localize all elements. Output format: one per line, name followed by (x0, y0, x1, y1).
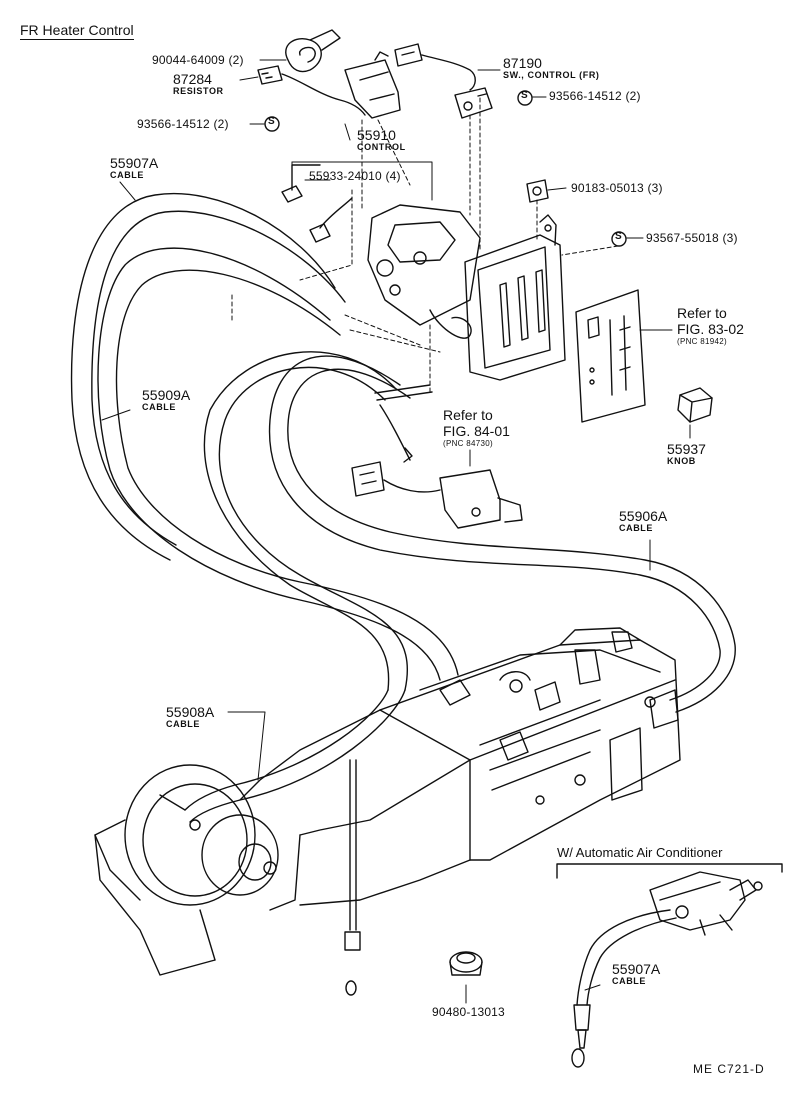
heater-unit-icon (379, 627, 681, 861)
part-label-55906a: 55906A CABLE (619, 509, 667, 533)
part-name: CABLE (619, 523, 653, 533)
part-label-93566-right: 93566-14512 (2) (549, 89, 641, 103)
part-number: 55937 (667, 441, 706, 457)
part-label-55910: 55910 CONTROL (357, 128, 406, 152)
cable-lower-vertical (344, 759, 361, 996)
cable-55906a (268, 355, 736, 713)
part-name: CONTROL (357, 142, 406, 152)
blower-switch-icon (351, 461, 523, 529)
part-number: 87190 (503, 55, 542, 71)
part-number: 55907A (612, 961, 661, 977)
part-label-93566-left: 93566-14512 (2) (137, 117, 229, 131)
part-name: KNOB (667, 456, 696, 466)
part-number: 55910 (357, 127, 396, 143)
reference-pnc: (PNC 84730) (443, 439, 493, 448)
part-label-90480: 90480-13013 (432, 1005, 505, 1019)
cable-55908a (159, 351, 408, 823)
section-label: W/ Automatic Air Conditioner (557, 845, 723, 860)
reference-title: Refer to (677, 305, 727, 321)
clamp-icon (285, 29, 341, 73)
reference-figure: FIG. 84-01 (443, 423, 510, 439)
reference-fig-83-02: Refer to FIG. 83-02 (PNC 81942) (677, 306, 744, 346)
grommet-icon (449, 951, 483, 976)
part-name: CABLE (142, 402, 176, 412)
part-name: CABLE (110, 170, 144, 180)
part-label-90044: 90044-64009 (2) (152, 53, 244, 67)
part-number: 55908A (166, 704, 215, 720)
reference-figure: FIG. 83-02 (677, 321, 744, 337)
panel-plate-icon (575, 289, 646, 423)
part-label-55907a: 55907A CABLE (110, 156, 158, 180)
part-label-55909a: 55909A CABLE (142, 388, 190, 412)
part-number: 55907A (110, 155, 159, 171)
part-name: RESISTOR (173, 86, 224, 96)
part-label-87190: 87190 SW., CONTROL (FR) (503, 56, 600, 80)
figure-code: ME C721-D (693, 1062, 765, 1076)
reference-title: Refer to (443, 407, 493, 423)
part-name: CABLE (166, 719, 200, 729)
page-title: FR Heater Control (20, 22, 134, 40)
part-label-93567: 93567-55018 (3) (646, 231, 738, 245)
leader-lines (101, 59, 691, 1004)
knob-icon (677, 387, 713, 423)
screw-icon (264, 90, 627, 247)
ac-servo-icon (571, 871, 763, 1068)
part-name: CABLE (612, 976, 646, 986)
screw-symbol-label: S (268, 116, 275, 127)
cable-55909a (97, 247, 459, 681)
part-label-55908a: 55908A CABLE (166, 705, 214, 729)
part-label-90183: 90183-05013 (3) (571, 181, 663, 195)
resistor-icon (257, 51, 401, 119)
switch-icon (394, 43, 493, 119)
dashed-leaders (231, 97, 619, 396)
part-number: 87284 (173, 71, 212, 87)
part-label-55933: 55933-24010 (4) (309, 169, 401, 183)
screw-symbol-label: S (615, 231, 622, 242)
blower-duct-icon (94, 709, 471, 976)
control-unit-icon (367, 204, 566, 381)
part-label-55937: 55937 KNOB (667, 442, 706, 466)
cable-55907a (70, 193, 346, 561)
screw-symbol-label: S (521, 90, 528, 101)
section-bracket (556, 863, 783, 879)
part-label-87284: 87284 RESISTOR (173, 72, 224, 96)
reference-pnc: (PNC 81942) (677, 337, 727, 346)
cable-wire-short (374, 384, 433, 463)
part-label-ac-55907a: 55907A CABLE (612, 962, 660, 986)
part-number: 55906A (619, 508, 668, 524)
reference-fig-84-01: Refer to FIG. 84-01 (PNC 84730) (443, 408, 510, 448)
nut-icon (526, 179, 549, 203)
part-number: 55909A (142, 387, 191, 403)
part-name: SW., CONTROL (FR) (503, 70, 600, 80)
